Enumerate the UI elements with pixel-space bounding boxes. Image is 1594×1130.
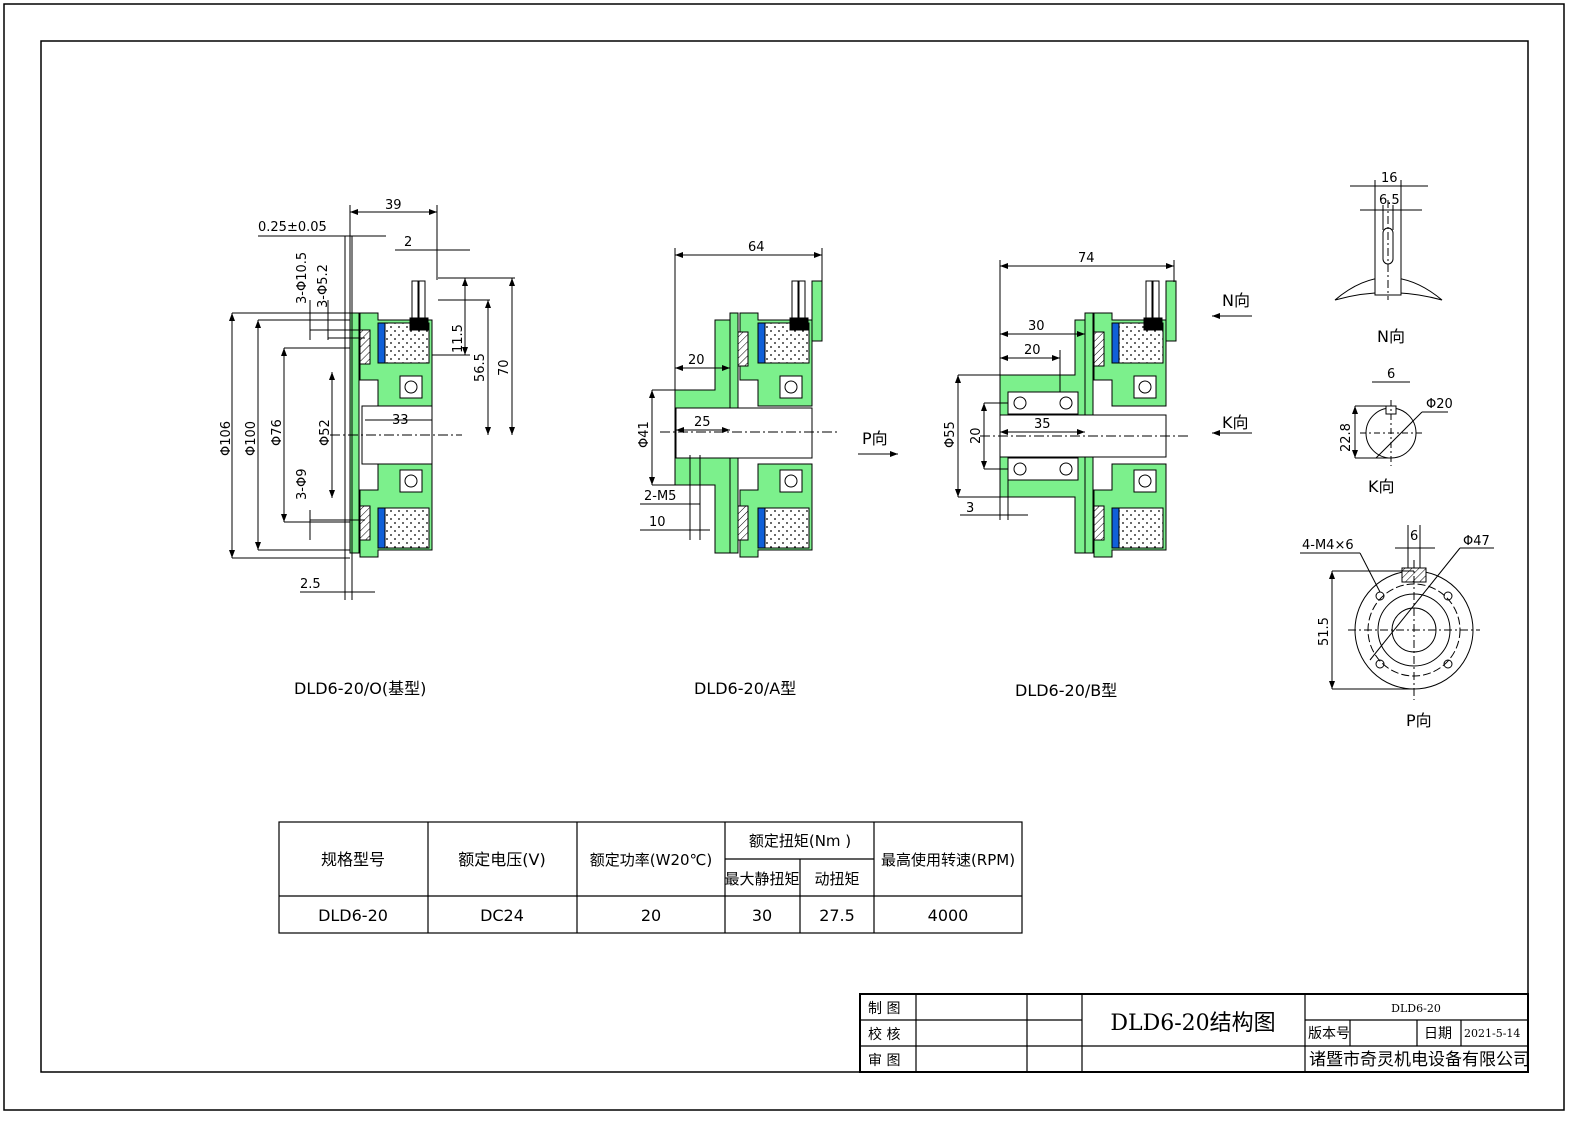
dim-33: 33 — [392, 413, 409, 428]
dim-phi52: Φ52 — [318, 419, 333, 446]
th-model: 规格型号 — [321, 850, 385, 869]
inner-border — [40, 40, 1529, 1073]
td-voltage: DC24 — [480, 906, 524, 925]
tb-drawn: 制 图 — [868, 1001, 900, 1017]
caption-k: K向 — [1368, 477, 1395, 496]
td-dynamic-torque: 27.5 — [819, 906, 855, 925]
dim-56-5: 56.5 — [473, 353, 488, 382]
caption-n: N向 — [1377, 327, 1405, 346]
th-voltage: 额定电压(V) — [458, 850, 545, 869]
th-speed: 最高使用转速(RPM) — [881, 851, 1015, 869]
dim-35: 35 — [1034, 417, 1051, 432]
dim-phi76: Φ76 — [270, 419, 285, 446]
dim-b-20: 20 — [1024, 343, 1041, 358]
dim-70: 70 — [497, 359, 512, 376]
th-torque: 额定扭矩(Nm ) — [749, 832, 851, 850]
tb-version-label: 版本号 — [1308, 1026, 1350, 1042]
detail-k — [1352, 381, 1448, 466]
dim-39: 39 — [385, 198, 402, 213]
caption-base: DLD6-20/O(基型) — [294, 679, 426, 698]
tb-code: DLD6-20 — [1391, 1002, 1441, 1015]
tb-company: 诸暨市奇灵机电设备有限公司 — [1309, 1050, 1530, 1070]
spec-table — [278, 821, 1023, 934]
dim-2: 2 — [404, 235, 412, 250]
view-type-b — [955, 260, 1190, 558]
view-type-a — [640, 248, 840, 558]
dim-holes-10-5: 3-Φ10.5 — [295, 252, 310, 304]
dim-2-5: 2.5 — [300, 577, 321, 592]
arrow-k: K向 — [1212, 413, 1252, 436]
th-static-torque: 最大静扭矩 — [724, 870, 799, 888]
detail-n — [1334, 180, 1443, 301]
dim-a-20: 20 — [688, 353, 705, 368]
detail-p — [1300, 525, 1494, 700]
dim-p-6: 6 — [1410, 529, 1418, 544]
dim-6-5: 6.5 — [1379, 193, 1400, 208]
dim-phi106: Φ106 — [219, 421, 234, 456]
dim-11-5: 11.5 — [451, 324, 466, 353]
dim-phi20: Φ20 — [1426, 397, 1453, 412]
arrow-p: P向 — [858, 429, 898, 457]
dim-b-v20: 20 — [969, 427, 984, 444]
svg-text:N向: N向 — [1222, 291, 1250, 310]
drawing-sheet: 39 0.25±0.05 2 11.5 56.5 70 Φ106 Φ100 Φ7… — [3, 3, 1565, 1111]
td-power: 20 — [641, 906, 661, 925]
dim-25: 25 — [694, 415, 711, 430]
caption-type-a: DLD6-20/A型 — [694, 679, 796, 698]
caption-p: P向 — [1406, 711, 1432, 730]
dim-22-8: 22.8 — [1339, 423, 1354, 452]
view-base — [229, 205, 515, 600]
dim-64: 64 — [748, 240, 765, 255]
dim-10: 10 — [649, 515, 666, 530]
tb-approved: 审 图 — [868, 1053, 900, 1069]
arrow-n: N向 — [1212, 291, 1252, 319]
tb-title: DLD6-20结构图 — [1110, 1011, 1275, 1036]
dim-k-6: 6 — [1387, 367, 1395, 382]
dim-3: 3 — [966, 501, 974, 516]
dim-16: 16 — [1381, 171, 1398, 186]
dim-2-m5: 2-M5 — [644, 489, 676, 504]
dim-gap: 0.25±0.05 — [258, 220, 327, 235]
td-speed: 4000 — [928, 906, 969, 925]
tb-date-label: 日期 — [1424, 1026, 1452, 1042]
dim-m4: 4-M4×6 — [1302, 538, 1354, 553]
th-dynamic-torque: 动扭矩 — [814, 870, 859, 888]
td-model: DLD6-20 — [318, 906, 388, 925]
th-power: 额定功率(W20℃) — [590, 851, 712, 869]
svg-text:P向: P向 — [862, 429, 888, 448]
dim-holes-5-2: 3-Φ5.2 — [316, 264, 331, 308]
dim-phi55: Φ55 — [943, 421, 958, 448]
caption-type-b: DLD6-20/B型 — [1015, 681, 1117, 700]
outer-border — [3, 3, 1565, 1111]
dim-holes-9: 3-Φ9 — [295, 469, 310, 500]
td-static-torque: 30 — [752, 906, 772, 925]
dim-phi47: Φ47 — [1463, 534, 1490, 549]
dim-74: 74 — [1078, 251, 1095, 266]
tb-date: 2021-5-14 — [1464, 1027, 1520, 1040]
dim-phi100: Φ100 — [244, 421, 259, 456]
tb-checked: 校 核 — [868, 1026, 900, 1043]
dim-b-30: 30 — [1028, 319, 1045, 334]
title-block — [859, 993, 1529, 1073]
dim-51-5: 51.5 — [1317, 617, 1332, 646]
dim-phi41: Φ41 — [637, 421, 652, 448]
svg-text:K向: K向 — [1222, 413, 1249, 432]
